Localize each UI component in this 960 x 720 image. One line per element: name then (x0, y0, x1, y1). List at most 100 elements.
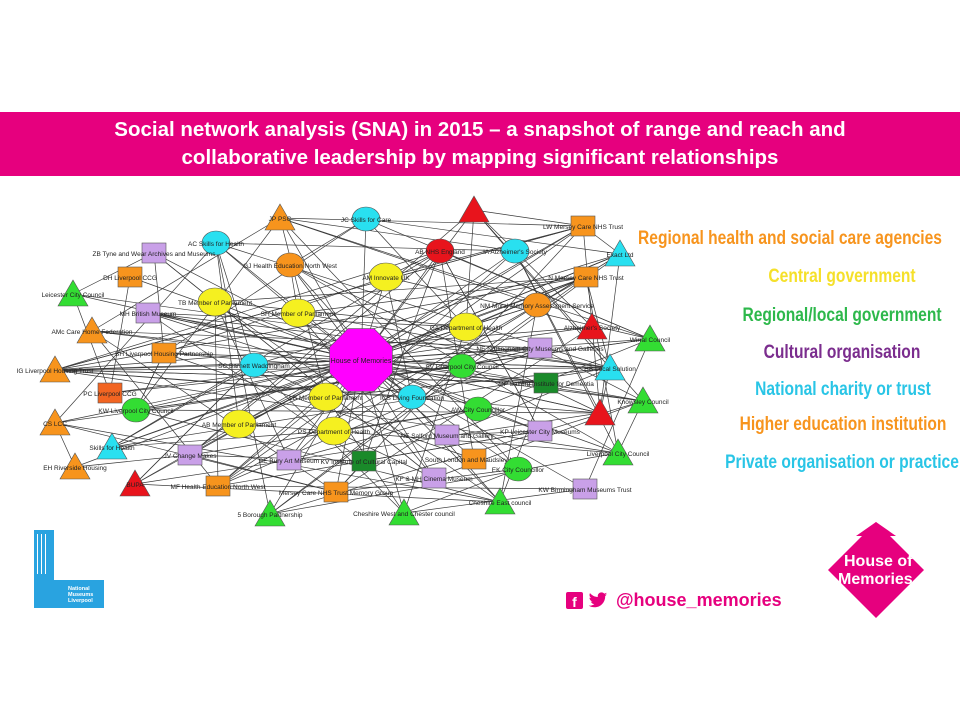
network-edge (74, 359, 362, 468)
network-node-label: Skills for Health (89, 445, 135, 452)
network-node-shape (39, 408, 71, 436)
network-edge (385, 276, 413, 398)
network-node-shape (573, 266, 599, 288)
network-node-scwad: SC Barnett Waddingham (218, 352, 290, 378)
network-node-shape (201, 230, 231, 256)
network-node-s5bp: 5 Borough Partnership (237, 499, 303, 527)
network-node-shape (388, 498, 420, 526)
network-edge (217, 347, 541, 487)
network-node-shape (447, 353, 477, 379)
network-edge (477, 338, 651, 410)
network-node-label: SH Liverpool Housing Partnership (115, 351, 213, 358)
network-node-shape (96, 432, 128, 460)
network-node-shape (275, 252, 305, 278)
network-node-hom: House of Memories (329, 328, 393, 392)
network-edge (54, 369, 547, 384)
network-node-label: SH Member of Parliament (261, 311, 336, 318)
network-edge (585, 276, 611, 369)
network-edge (134, 364, 255, 485)
network-edge (109, 276, 131, 394)
network-node-shape (57, 279, 89, 307)
network-node-pclcc: PC Liverpool CCG (83, 382, 137, 404)
network-node-kvcult: KV Institute of Cultural Capital (321, 450, 408, 472)
network-node-awcity: AW City Councillor (451, 396, 506, 422)
network-node-shape (604, 239, 636, 267)
network-node-abmp: AB Member of Parliament (202, 409, 277, 439)
facebook-icon[interactable]: f (566, 591, 583, 609)
network-node-label: IG Liverpool Housing Trust (17, 368, 94, 375)
network-node-shape (151, 342, 177, 364)
network-node-shape (197, 287, 233, 317)
network-edge (147, 312, 644, 402)
network-node-label: SE Bury Art Museum (259, 458, 319, 465)
network-edge (584, 338, 651, 490)
legend-item-regional-health: Regional health and social care agencies (638, 228, 942, 249)
network-node-label: JP PSC (269, 216, 292, 223)
network-node-lcc2: Liverpool City Council (587, 438, 650, 466)
network-edge (111, 430, 335, 448)
twitter-handle[interactable]: @house_memories (616, 589, 782, 610)
network-edge (215, 242, 299, 314)
network-node-sfh: Skills for Health (89, 432, 135, 460)
network-node-shape (280, 298, 316, 328)
network-node-shape (584, 398, 616, 426)
network-edge (163, 218, 367, 354)
network-node-shape (434, 424, 460, 446)
network-node-shape (368, 262, 404, 292)
network-edge (360, 326, 593, 361)
network-node-shape (323, 481, 349, 503)
network-edge (54, 242, 217, 424)
network-edge (269, 365, 463, 515)
network-edge (514, 250, 601, 414)
network-node-shape (59, 452, 91, 480)
network-node-label: SC Barnett Waddingham (218, 363, 290, 370)
network-node-shape (39, 355, 71, 383)
network-node-label: AC Skills for Health (188, 241, 244, 248)
network-node-shape (221, 409, 257, 439)
network-node-label: ZB Tyne and Wear Archives and Museums (93, 251, 217, 258)
network-node-label: GA Department of Health (430, 325, 503, 332)
network-node-shape (527, 420, 553, 442)
network-node-shape (576, 312, 608, 340)
network-edge (253, 253, 621, 366)
network-node-sebury: SE Bury Art Museum (259, 449, 319, 471)
network-node-shape (276, 449, 302, 471)
network-node-shape (572, 478, 598, 500)
network-node-label: Wirral Council (630, 337, 671, 344)
network-node-bupa: BUPA (119, 469, 151, 497)
twitter-icon[interactable] (588, 591, 608, 609)
network-edge (360, 359, 611, 369)
network-edge (54, 225, 584, 371)
title-line-1: Social network analysis (SNA) in 2015 – … (114, 118, 846, 141)
network-node-label: NM Moral Memory Assessment Service (480, 303, 594, 310)
network-edge (217, 359, 362, 487)
network-node-lcc: Leicester City Council (42, 279, 105, 307)
network-node-label: Liverpool City Council (587, 451, 650, 458)
network-node-gjhe: GJ Health Education North West (243, 252, 337, 278)
network-node-shape (119, 469, 151, 497)
network-node-label: KF & MH Cinema Museum (395, 476, 472, 483)
network-edge (473, 209, 584, 227)
network-node-abnhs: AB NHS England (415, 238, 465, 264)
network-node-hbloc: HB Local Solution (584, 353, 636, 381)
network-node-label: AM Innovate UK (362, 275, 410, 282)
legend-item-cultural-organisation: Cultural organisation (763, 342, 921, 363)
network-node-label: EK City Councillor (492, 467, 545, 474)
legend-item-higher-education: Higher education institution (739, 414, 947, 435)
network-node-ias: IA Alzheimer's Society (483, 238, 548, 264)
network-node-label: AB NHS England (415, 249, 465, 256)
network-edge (54, 276, 587, 371)
network-node-shape (97, 382, 123, 404)
network-node-nesal: NE Salford Museum and Gallery (400, 424, 494, 446)
network-node-shape (141, 242, 167, 264)
network-node-cheshireeast: Cheshire East council (469, 487, 532, 515)
network-edge (360, 359, 644, 402)
network-node-zbtw: ZB Tyne and Wear Archives and Museums (93, 242, 217, 264)
network-edge (91, 217, 281, 332)
network-edge (599, 253, 621, 414)
network-node-label: NE Salford Museum and Gallery (400, 433, 494, 440)
network-node-shape (425, 238, 455, 264)
network-edge (499, 382, 547, 503)
network-node-label: AB Member of Parliament (202, 422, 277, 429)
network-node-tri_red_right (584, 398, 616, 426)
